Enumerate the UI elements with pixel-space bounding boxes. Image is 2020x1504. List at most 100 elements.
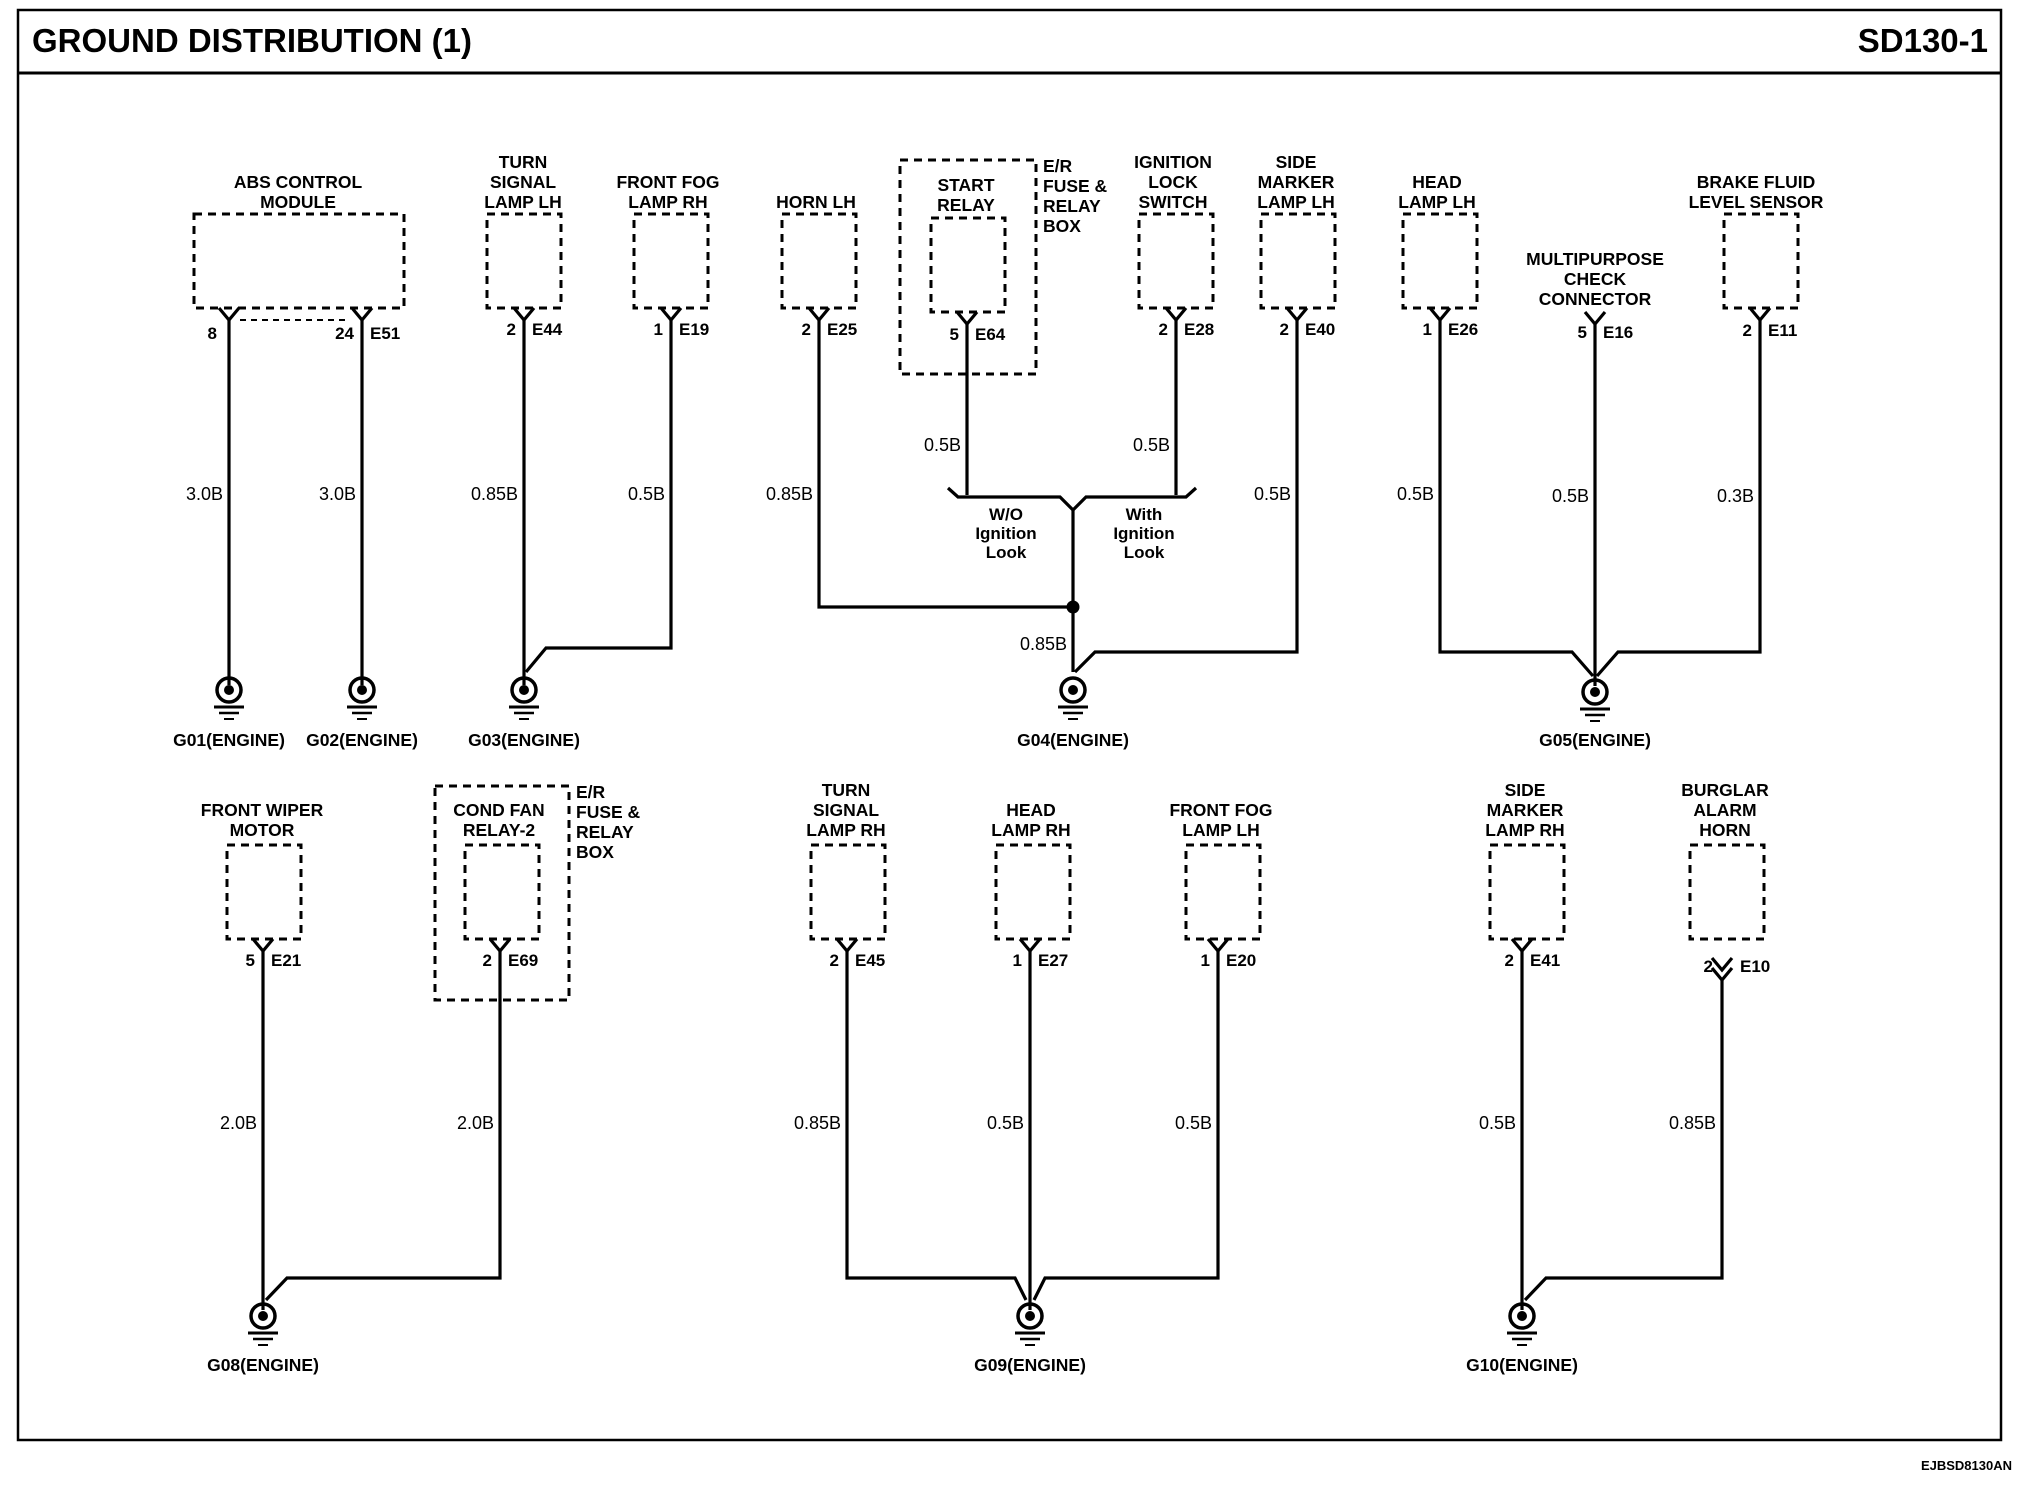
wire-gauge: 2.0B [457, 1113, 494, 1133]
component-label: MARKER [1487, 800, 1564, 820]
wire-sml-g04 [1073, 320, 1299, 674]
component-label: MULTIPURPOSE [1526, 249, 1664, 269]
connector-chevron [1164, 306, 1188, 323]
connector-chevron [1428, 306, 1452, 323]
option-label: Look [986, 543, 1027, 562]
component-label: LAMP RH [1485, 820, 1564, 840]
connector-id: E19 [679, 320, 709, 339]
wire-hll-g05 [1438, 320, 1595, 678]
component-label: HEAD [1412, 172, 1462, 192]
pin-number: 2 [483, 951, 492, 970]
component-label: FRONT WIPER [201, 800, 324, 820]
component-label: COND FAN [453, 800, 544, 820]
connector-id: E45 [855, 951, 885, 970]
diagram-frame [16, 8, 2003, 1442]
component-label: HEAD [1006, 800, 1056, 820]
connector-chevron [1748, 306, 1772, 323]
component-box [1688, 843, 1766, 941]
connector-id: E51 [370, 324, 400, 343]
component-label: START [937, 175, 994, 195]
wire-gauge: 0.5B [628, 484, 665, 504]
component-box [1722, 212, 1800, 310]
component-label: HORN [1699, 820, 1751, 840]
connector-chevron [488, 937, 512, 954]
wire-ffr-g03 [524, 320, 673, 674]
component-box [485, 212, 563, 310]
connector-id: E20 [1226, 951, 1256, 970]
pin-number: 5 [950, 325, 959, 344]
pin-number: 2 [1505, 951, 1514, 970]
component-label: CHECK [1564, 269, 1627, 289]
component-label: RELAY [937, 195, 995, 215]
wire-gauge: 0.5B [1397, 484, 1434, 504]
wire-gauge: 0.5B [924, 435, 961, 455]
component-box [1137, 212, 1215, 310]
component-box [1488, 843, 1566, 941]
component-label: LAMP RH [628, 192, 707, 212]
pin-number: 1 [654, 320, 663, 339]
ground-g10 [1507, 1302, 1537, 1346]
component-label: TURN [499, 152, 548, 172]
pin-number: 1 [1201, 951, 1210, 970]
connector-chevron [512, 306, 536, 323]
component-box [780, 212, 858, 310]
pin-number: 2 [1280, 320, 1289, 339]
wire-gauge: 0.3B [1717, 486, 1754, 506]
ground-g05 [1580, 678, 1610, 722]
ground-label: G03(ENGINE) [468, 730, 580, 750]
box-label: BOX [576, 842, 614, 862]
connector-id: E26 [1448, 320, 1478, 339]
box-label: E/R [576, 782, 606, 802]
wire-gauge: 0.85B [471, 484, 518, 504]
pin-number: 1 [1423, 320, 1432, 339]
wires-bottom: 2.0B 2.0B 0.85B 0.5B 0.5B 0.5B 0.85B [220, 951, 1724, 1310]
connector-chevron [350, 306, 374, 323]
component-label: CONNECTOR [1539, 289, 1652, 309]
ground-label: G08(ENGINE) [207, 1355, 319, 1375]
component-label: LAMP LH [1257, 192, 1334, 212]
connector-id: E69 [508, 951, 538, 970]
box-label: RELAY [1043, 196, 1101, 216]
ground-label: G02(ENGINE) [306, 730, 418, 750]
component-box [994, 843, 1072, 941]
connector-chevron [1510, 937, 1534, 954]
ground-symbols-top: G01(ENGINE) G02(ENGINE) G03(ENGINE) G04(… [173, 676, 1651, 750]
component-label: MOTOR [230, 820, 295, 840]
pin-number: 2 [1743, 321, 1752, 340]
component-label: ALARM [1693, 800, 1756, 820]
component-label: SIGNAL [490, 172, 556, 192]
connector-id: E11 [1768, 321, 1797, 340]
component-box [1259, 212, 1337, 310]
ground-g01 [214, 676, 244, 720]
option-label: Ignition [975, 524, 1036, 543]
box-label: BOX [1043, 216, 1081, 236]
component-label: FRONT FOG [1169, 800, 1272, 820]
connector-chevron [955, 310, 979, 327]
component-horn-lh: HORN LH [776, 192, 858, 310]
connector-chevron [251, 937, 275, 954]
connector-id: E41 [1530, 951, 1560, 970]
component-label: IGNITION [1134, 152, 1212, 172]
connector-chevron [1710, 956, 1734, 973]
ground-g08 [248, 1302, 278, 1346]
box-label: E/R [1043, 156, 1073, 176]
